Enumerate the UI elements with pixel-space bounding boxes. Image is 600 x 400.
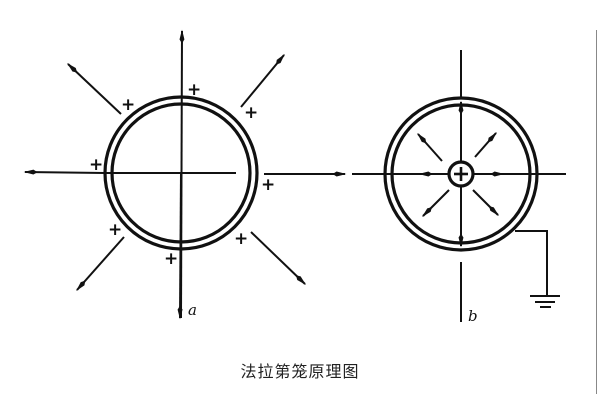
panel-a: + + + + + + + + a — [23, 29, 347, 320]
field-line-lower-right — [250, 231, 307, 285]
right-border-line — [596, 30, 597, 394]
central-charge-ring — [447, 160, 475, 188]
panel-label-a: a — [188, 301, 197, 319]
charge-plus: + — [261, 175, 275, 195]
panel-b: b — [352, 50, 566, 325]
inner-field-lower-left — [422, 189, 450, 217]
field-line-upper-left — [66, 63, 122, 115]
inner-field-upper-left — [417, 132, 443, 162]
axis-vertical-a-down — [177, 172, 183, 320]
panel-label-b: b — [468, 307, 478, 325]
charge-plus: + — [234, 229, 248, 249]
charge-plus: + — [187, 80, 201, 100]
charge-plus: + — [121, 95, 135, 115]
field-line-upper-right — [240, 53, 285, 108]
ground-icon — [530, 295, 560, 308]
figure-caption: 法拉第笼原理图 — [240, 362, 360, 381]
charge-plus: + — [164, 249, 178, 269]
charge-plus: + — [244, 103, 258, 123]
inner-field-upper-right — [474, 131, 497, 158]
inner-field-lower-right — [472, 189, 499, 216]
field-line-left — [23, 169, 106, 175]
field-line-lower-left — [76, 236, 125, 292]
ground-wire — [515, 230, 548, 296]
charge-plus: + — [108, 220, 122, 240]
charge-plus: + — [89, 155, 103, 175]
